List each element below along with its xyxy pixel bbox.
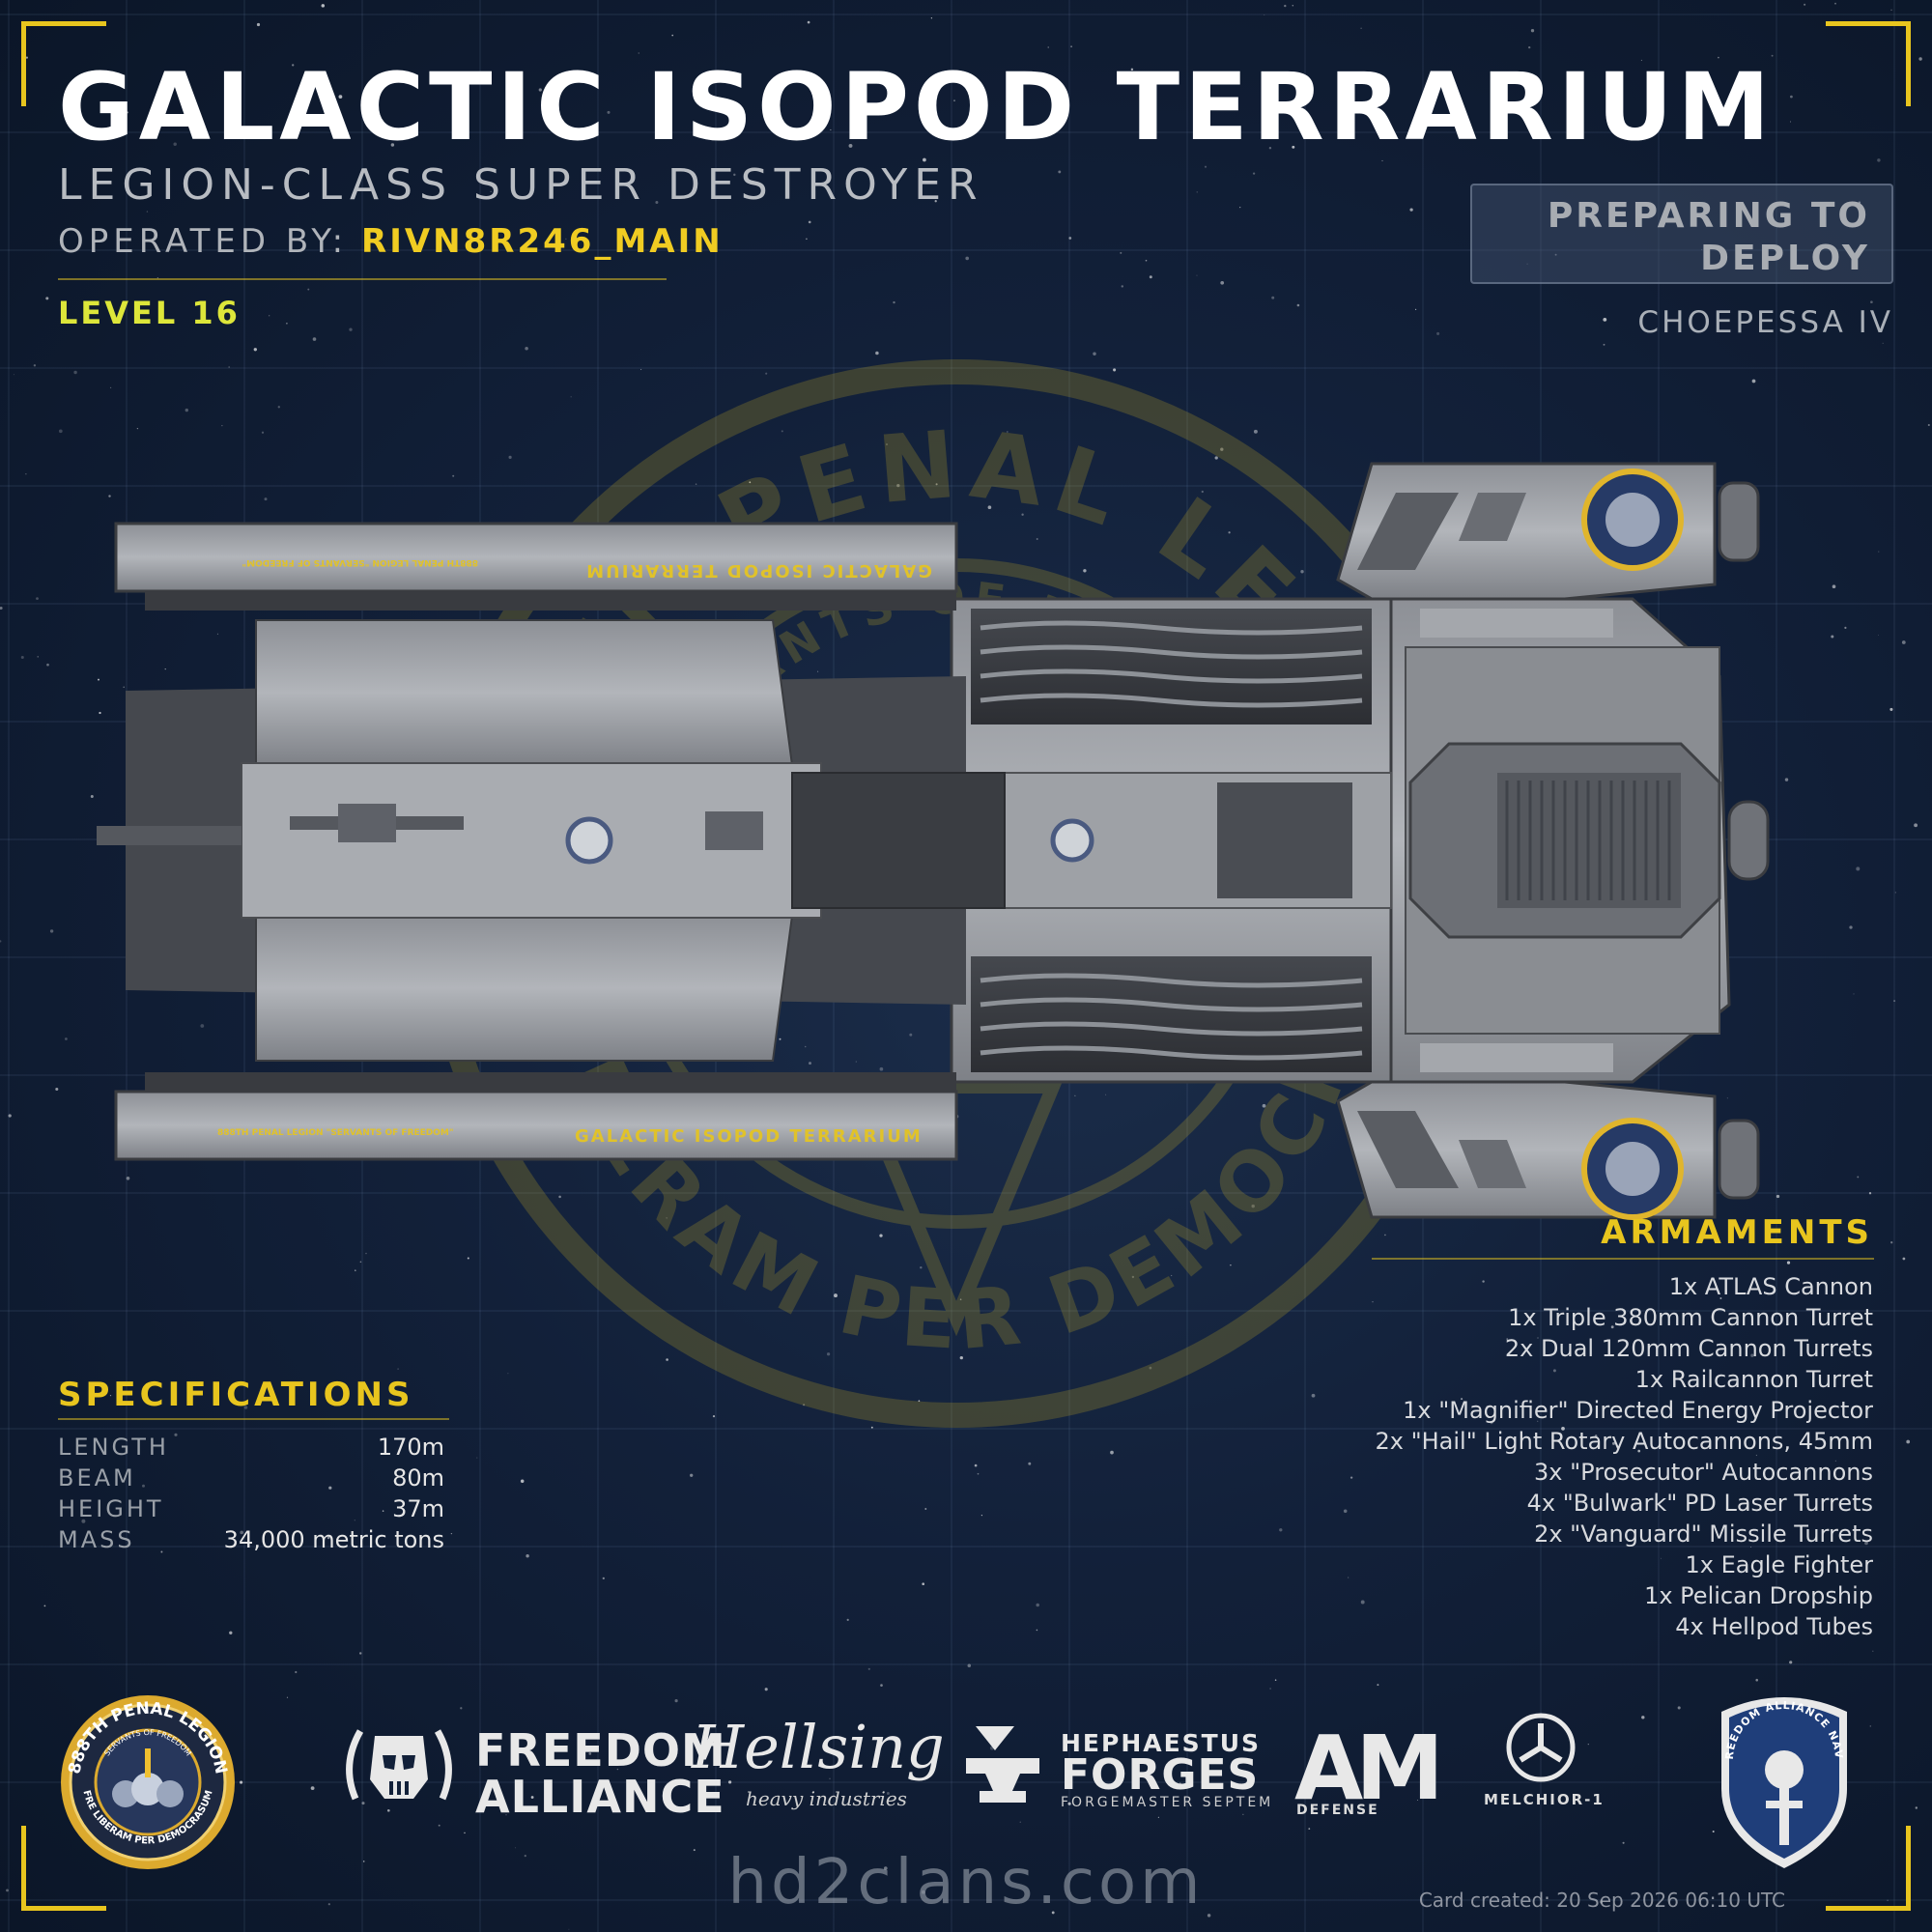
planet-name: CHOEPESSA IV	[1637, 305, 1893, 340]
frame-corner-bottom-right	[1826, 1826, 1911, 1911]
am-defense-logo: AM	[1294, 1725, 1444, 1803]
ship-name-title: GALACTIC ISOPOD TERRARIUM	[58, 53, 1775, 161]
armament-item: 1x "Magnifier" Directed Energy Projector	[1403, 1397, 1873, 1424]
deploy-status-box: PREPARING TO DEPLOY	[1470, 184, 1893, 284]
armaments-divider	[1372, 1258, 1874, 1260]
spec-row-beam: BEAM 80m	[58, 1463, 444, 1493]
armament-item: 1x Pelican Dropship	[1644, 1582, 1873, 1609]
hellsing-wordmark: Hellsing	[692, 1712, 945, 1782]
top-engine-wing	[1336, 462, 1760, 601]
freedom-alliance-line-1: FREEDOM	[475, 1724, 726, 1776]
penal-legion-seal-logo: 888TH PENAL LEGION SERVANTS OF FREEDOM F…	[61, 1695, 235, 1869]
hephaestus-line-2: FORGES	[1061, 1750, 1260, 1800]
forward-hull-section	[97, 522, 1006, 1161]
melchior-logo-icon	[1506, 1713, 1576, 1782]
operator-name[interactable]: RIVN8R246_MAIN	[361, 222, 724, 261]
am-defense-subtitle: DEFENSE	[1296, 1803, 1379, 1818]
level-badge: LEVEL 16	[58, 295, 241, 331]
specifications-title: SPECIFICATIONS	[58, 1376, 414, 1414]
spec-value: 34,000 metric tons	[223, 1526, 444, 1553]
am-wordmark: AM	[1294, 1725, 1436, 1803]
frame-corner-top-left	[21, 21, 106, 106]
ship-class-subtitle: LEGION-CLASS SUPER DESTROYER	[58, 160, 984, 210]
armament-item: 2x "Hail" Light Rotary Autocannons, 45mm	[1375, 1428, 1873, 1455]
header-divider	[58, 278, 667, 280]
armament-item: 2x "Vanguard" Missile Turrets	[1534, 1520, 1873, 1548]
frame-corner-top-right	[1826, 21, 1911, 106]
legion-motto-decal-top: 888TH PENAL LEGION "SERVANTS OF FREEDOM"	[242, 557, 478, 567]
armament-item: 1x Railcannon Turret	[1634, 1366, 1873, 1393]
frame-corner-bottom-left	[21, 1826, 106, 1911]
mid-hull-section	[950, 597, 1393, 1084]
armament-item: 3x "Prosecutor" Autocannons	[1534, 1459, 1873, 1486]
armaments-list: 1x ATLAS Cannon 1x Triple 380mm Cannon T…	[1375, 1271, 1873, 1642]
spec-label: HEIGHT	[58, 1495, 164, 1522]
spec-row-height: HEIGHT 37m	[58, 1493, 444, 1524]
spec-row-length: LENGTH 170m	[58, 1432, 444, 1463]
spec-value: 170m	[377, 1434, 444, 1461]
specifications-table: LENGTH 170m BEAM 80m HEIGHT 37m MASS 34,…	[58, 1432, 444, 1555]
spec-value: 37m	[392, 1495, 444, 1522]
armament-item: 1x Eagle Fighter	[1685, 1551, 1873, 1578]
site-watermark: hd2clans.com	[727, 1847, 1205, 1918]
operated-by-label: OPERATED BY:	[58, 222, 349, 261]
status-line-1: PREPARING TO	[1547, 196, 1870, 236]
hull-name-decal-bottom: GALACTIC ISOPOD TERRARIUM	[575, 1126, 923, 1147]
armament-item: 2x Dual 120mm Cannon Turrets	[1504, 1335, 1873, 1362]
super-destroyer-illustration: GALACTIC ISOPOD TERRARIUM 888TH PENAL LE…	[97, 462, 1770, 1220]
hellsing-subtitle: heavy industries	[746, 1787, 907, 1810]
card-created-timestamp: Card created: 20 Sep 2026 06:10 UTC	[1418, 1889, 1785, 1912]
spec-value: 80m	[392, 1464, 444, 1492]
hephaestus-anvil-icon	[966, 1726, 1039, 1803]
operated-by-line: OPERATED BY: RIVN8R246_MAIN	[58, 222, 724, 261]
rear-engine-block	[1370, 597, 1770, 1084]
spec-label: LENGTH	[58, 1434, 169, 1461]
specifications-divider	[58, 1418, 449, 1420]
armament-item: 4x "Bulwark" PD Laser Turrets	[1526, 1490, 1873, 1517]
armament-item: 1x Triple 380mm Cannon Turret	[1508, 1304, 1873, 1331]
melchior-wordmark: MELCHIOR-1	[1484, 1791, 1605, 1808]
spec-label: BEAM	[58, 1464, 136, 1492]
freedom-alliance-wordmark: FREEDOM ALLIANCE	[475, 1727, 726, 1820]
freedom-alliance-skull-icon	[346, 1729, 452, 1801]
armament-item: 4x Hellpod Tubes	[1675, 1613, 1873, 1640]
hull-name-decal-top: GALACTIC ISOPOD TERRARIUM	[584, 560, 932, 581]
spec-row-mass: MASS 34,000 metric tons	[58, 1524, 444, 1555]
freedom-alliance-line-2: ALLIANCE	[475, 1771, 725, 1823]
freedom-alliance-navy-shield-logo: FREEDOM ALLIANCE NAVY	[1712, 1692, 1847, 1868]
status-line-2: DEPLOY	[1700, 239, 1870, 278]
hephaestus-subtitle: FORGEMASTER SEPTEM	[1061, 1795, 1274, 1810]
legion-motto-decal-bottom: 888TH PENAL LEGION "SERVANTS OF FREEDOM"	[217, 1128, 454, 1138]
armament-item: 1x ATLAS Cannon	[1668, 1273, 1873, 1300]
spec-label: MASS	[58, 1526, 135, 1553]
armaments-title: ARMAMENTS	[1601, 1213, 1873, 1252]
hephaestus-line-1: HEPHAESTUS	[1061, 1729, 1262, 1757]
bottom-engine-wing	[1336, 1080, 1760, 1220]
